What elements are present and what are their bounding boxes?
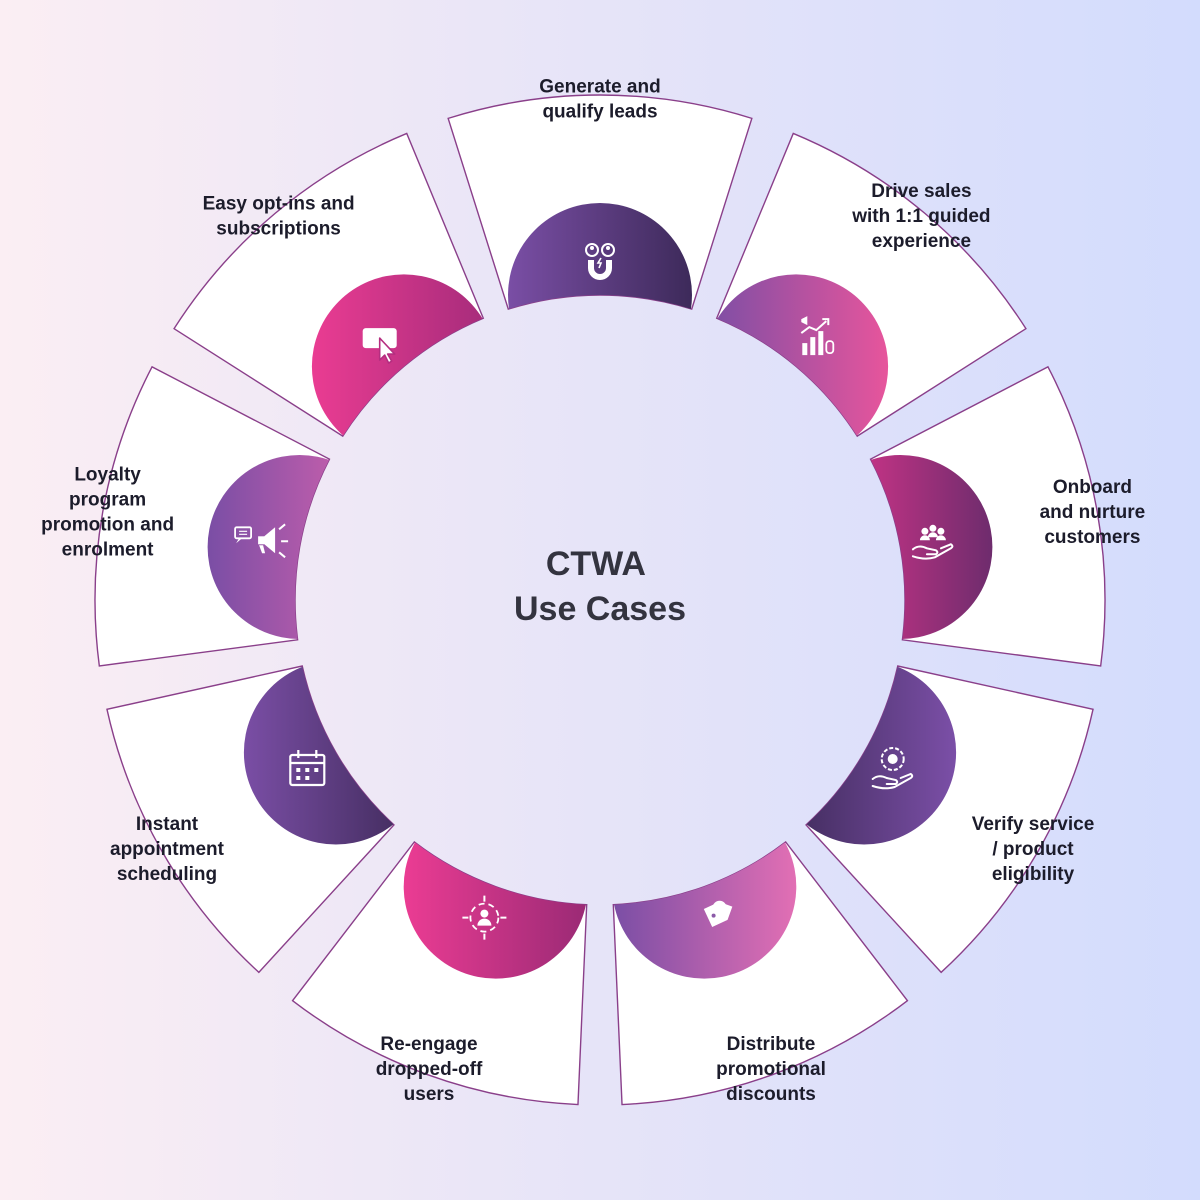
label-line: Drive sales bbox=[871, 181, 971, 202]
label-line: and nurture bbox=[1040, 502, 1146, 523]
magnet-users-icon bbox=[585, 243, 615, 280]
calendar-icon bbox=[289, 750, 326, 787]
click-cursor-icon bbox=[362, 328, 397, 364]
label-line: qualify leads bbox=[542, 102, 657, 123]
lobe-onboard-customers bbox=[870, 455, 993, 639]
label-line: program bbox=[69, 490, 146, 511]
label-loyalty-program: Loyalty program promotion and enrolment bbox=[41, 465, 174, 561]
label-line: appointment bbox=[110, 839, 225, 860]
megaphone-icon bbox=[234, 523, 289, 559]
label-line: promotion and bbox=[41, 515, 174, 536]
hand-people-icon bbox=[911, 524, 954, 560]
lobe-generate-leads bbox=[508, 203, 692, 310]
label-line: customers bbox=[1044, 527, 1140, 548]
lobe-loyalty-program bbox=[207, 455, 330, 639]
svg-text:%: % bbox=[716, 904, 724, 913]
label-line: subscriptions bbox=[216, 219, 341, 240]
label-line: discounts bbox=[726, 1084, 816, 1105]
lobes-group: % bbox=[207, 203, 993, 979]
label-line: with 1:1 guided bbox=[851, 206, 990, 227]
label-generate-leads: Generate and qualify leads bbox=[539, 77, 660, 123]
label-line: Re-engage bbox=[380, 1034, 477, 1055]
label-line: / product bbox=[992, 839, 1074, 860]
label-onboard-customers: Onboard and nurture customers bbox=[1040, 477, 1146, 548]
label-distribute-discounts: Distribute promotional discounts bbox=[716, 1034, 826, 1105]
label-line: eligibility bbox=[992, 864, 1075, 885]
badge-hand-icon bbox=[871, 747, 914, 790]
label-line: experience bbox=[872, 231, 971, 252]
label-reengage-users: Re-engage dropped-off users bbox=[376, 1034, 483, 1105]
label-line: Distribute bbox=[727, 1034, 816, 1055]
center-title-line-2: Use Cases bbox=[514, 590, 686, 628]
label-line: users bbox=[404, 1084, 455, 1105]
label-drive-sales: Drive sales with 1:1 guided experience bbox=[851, 181, 990, 252]
label-line: enrolment bbox=[62, 540, 155, 561]
label-appointment-scheduling: Instant appointment scheduling bbox=[110, 814, 225, 885]
label-verify-eligibility: Verify service / product eligibility bbox=[972, 814, 1095, 885]
label-easy-opt-ins: Easy opt-ins and subscriptions bbox=[203, 194, 355, 240]
target-user-icon bbox=[462, 895, 507, 940]
center-title-line-1: CTWA bbox=[546, 545, 646, 583]
label-line: Easy opt-ins and bbox=[203, 194, 355, 215]
center-title: CTWA Use Cases bbox=[514, 545, 686, 628]
label-line: promotional bbox=[716, 1059, 826, 1080]
growth-chart-icon bbox=[800, 316, 835, 356]
label-line: dropped-off bbox=[376, 1059, 483, 1080]
label-line: scheduling bbox=[117, 864, 217, 885]
discount-tag-icon: % bbox=[703, 900, 733, 927]
label-line: Loyalty bbox=[74, 465, 141, 486]
label-line: Generate and bbox=[539, 77, 660, 98]
label-line: Instant bbox=[136, 814, 199, 835]
label-line: Onboard bbox=[1053, 477, 1132, 498]
label-line: Verify service bbox=[972, 814, 1095, 835]
